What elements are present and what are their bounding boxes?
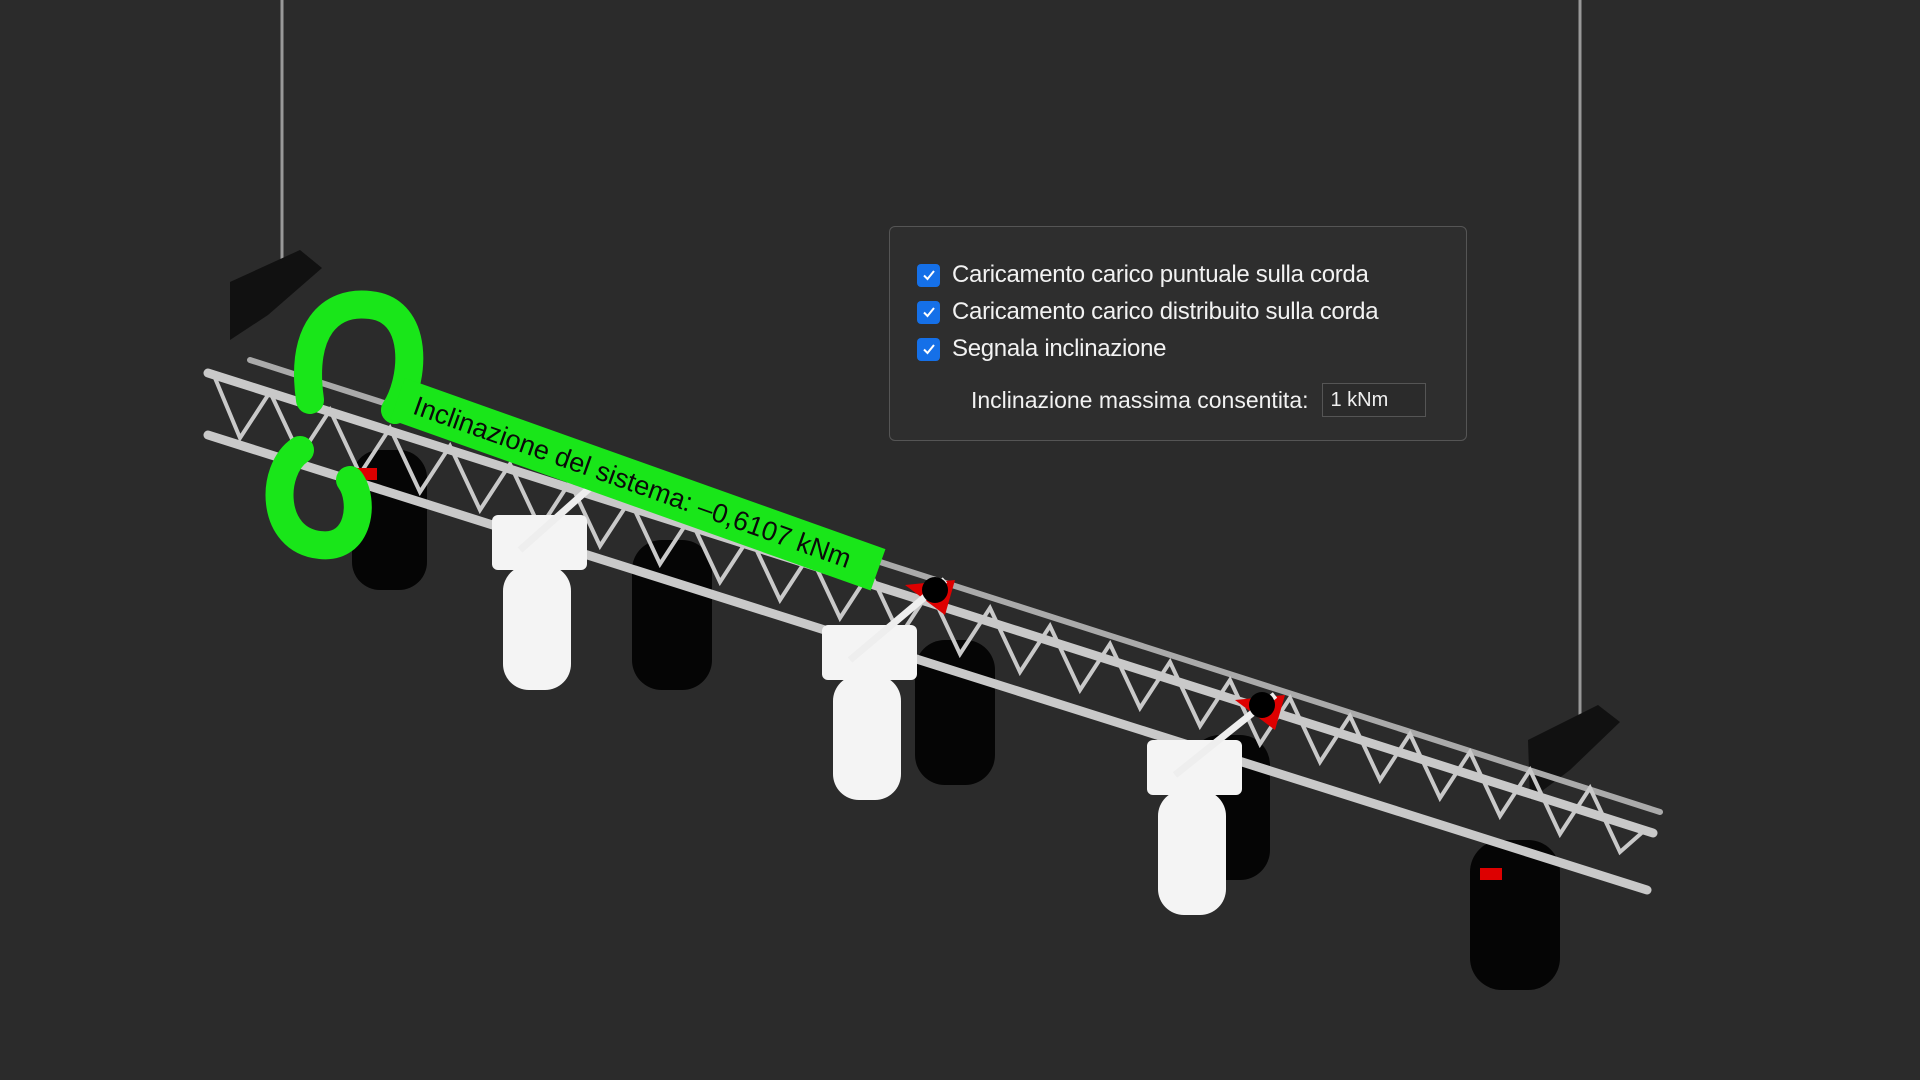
checkbox-point-load[interactable]: Caricamento carico puntuale sulla corda — [917, 261, 1369, 289]
white-fixtures — [492, 464, 1278, 915]
checkbox-label: Caricamento carico distribuito sulla cor… — [952, 298, 1379, 325]
max-tilt-input[interactable] — [1321, 383, 1426, 417]
options-panel: Caricamento carico puntuale sulla corda … — [889, 226, 1467, 441]
max-tilt-label: Inclinazione massima consentita: — [971, 386, 1309, 413]
checkmark-icon[interactable] — [917, 300, 940, 324]
max-tilt-row: Inclinazione massima consentita: — [971, 383, 1426, 417]
checkmark-icon[interactable] — [917, 337, 940, 361]
checkmark-icon[interactable] — [917, 263, 940, 287]
checkbox-label: Segnala inclinazione — [952, 335, 1167, 362]
checkbox-report-tilt[interactable]: Segnala inclinazione — [917, 335, 1166, 363]
tilt-arrow-icon — [265, 290, 424, 560]
checkbox-distributed-load[interactable]: Caricamento carico distribuito sulla cor… — [917, 298, 1379, 326]
checkbox-label: Caricamento carico puntuale sulla corda — [952, 261, 1369, 288]
